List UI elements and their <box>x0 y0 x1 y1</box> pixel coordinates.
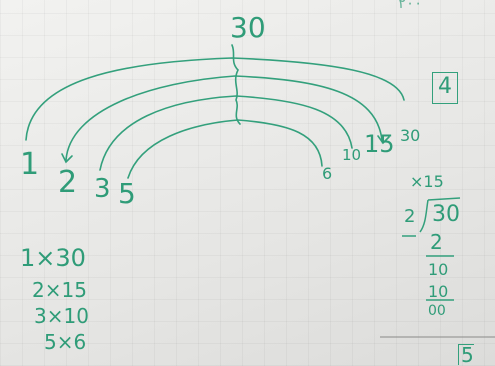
paper-edge <box>380 336 495 338</box>
division-bracket <box>402 197 461 301</box>
multiplication-3: 3×10 <box>34 304 89 328</box>
arc-2-15 <box>65 75 383 161</box>
brace-stem <box>231 44 241 125</box>
division-step-3: 10 <box>428 282 449 301</box>
division-step-1: 2 <box>430 230 443 254</box>
arrow-head-1 <box>61 153 73 164</box>
division-dividend: 30 <box>432 202 460 227</box>
factor-left-5: 5 <box>118 177 136 210</box>
multiplication-4: 5×6 <box>44 330 87 354</box>
corner-mark: 5 <box>458 344 474 365</box>
division-divisor: 2 <box>404 206 416 227</box>
factor-right-15: 15 <box>364 130 395 158</box>
factor-left-3: 3 <box>94 174 111 204</box>
arc-3-10 <box>99 95 353 171</box>
title-number: 30 <box>230 11 266 44</box>
division-step-2: 10 <box>428 260 449 279</box>
multiplication-1: 1×30 <box>20 244 86 272</box>
top-scribble: ٢٠٠ <box>398 0 423 12</box>
arc-5-6 <box>127 119 323 179</box>
multiplication-2: 2×15 <box>32 278 87 302</box>
factor-right-30: 30 <box>400 126 421 145</box>
division-quotient: ×15 <box>410 172 444 191</box>
factor-count-box: 4 <box>432 72 458 104</box>
factor-left-1: 1 <box>20 147 40 182</box>
factor-left-2: 2 <box>58 165 78 200</box>
factor-right-10: 10 <box>342 146 362 164</box>
arc-1-30 <box>25 57 405 141</box>
arrow-head-2 <box>377 135 390 145</box>
factor-right-6: 6 <box>322 164 333 183</box>
division-remainder: 00 <box>428 303 446 319</box>
